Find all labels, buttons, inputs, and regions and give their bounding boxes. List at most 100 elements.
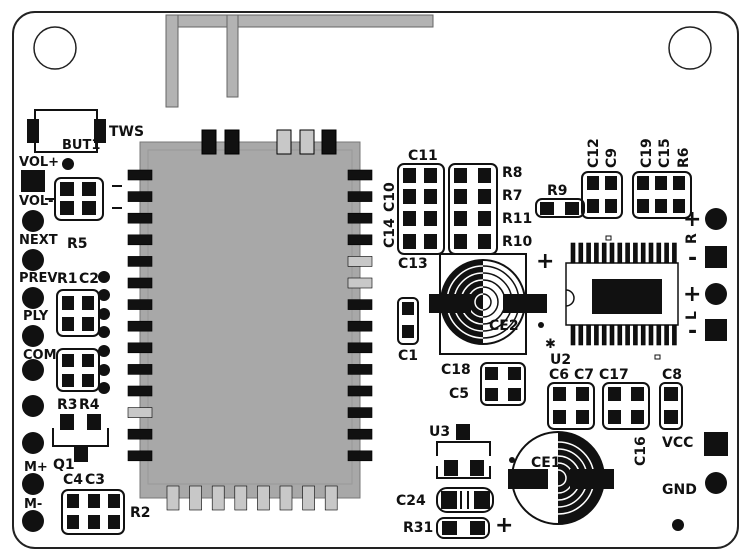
module-pad <box>347 385 373 397</box>
symbol-ce1-plus: + <box>495 513 513 538</box>
module-pad <box>324 485 338 511</box>
module-pad <box>127 450 153 462</box>
module-pad <box>127 364 153 375</box>
ic-pin <box>594 242 599 264</box>
label-c5: C5 <box>449 386 469 402</box>
label-r8: R8 <box>502 165 523 181</box>
component-res-array <box>448 163 498 255</box>
pad-m-plus <box>22 473 44 495</box>
module-pad <box>347 407 373 418</box>
module-pad <box>347 364 373 375</box>
module-pad <box>127 277 153 289</box>
pad-r-minus <box>705 246 727 268</box>
module-pad <box>347 450 373 462</box>
ic-pin <box>633 324 638 346</box>
pad-vol-minus <box>22 210 44 232</box>
ic-pin <box>617 242 623 264</box>
ic-pin <box>609 242 615 264</box>
label-r2: R2 <box>130 505 151 521</box>
label-r5: R5 <box>67 236 88 252</box>
label-c8: C8 <box>662 367 682 383</box>
label-c18: C18 <box>441 362 471 378</box>
module-pad <box>234 485 248 511</box>
ic-pin <box>648 242 654 264</box>
pad-vol-plus <box>21 170 45 192</box>
ic-pin <box>672 324 677 346</box>
module-pad <box>347 191 373 202</box>
component-c1 <box>397 297 419 345</box>
u2-bottom-pins <box>570 324 677 346</box>
module-pad <box>127 169 153 181</box>
label-but1: BUT1 <box>62 138 100 153</box>
module-pad <box>347 212 373 224</box>
label-q1: Q1 <box>53 457 75 473</box>
module-pad <box>127 385 153 397</box>
ic-pin <box>640 324 646 346</box>
module-pad <box>127 407 153 418</box>
ic-pin <box>664 242 669 264</box>
label-ply: PLY <box>23 309 49 324</box>
symbol-l-minus: - <box>688 319 697 344</box>
component-r31 <box>436 517 490 539</box>
pad-r-plus <box>705 208 727 230</box>
pad-com <box>22 359 44 381</box>
pad-unlabeled <box>22 395 44 417</box>
component-c8 <box>659 382 683 430</box>
symbol-ce2-plus: + <box>536 249 554 274</box>
module-pad <box>347 342 373 354</box>
label-c14: C14 <box>382 218 398 248</box>
label-vcc: VCC <box>662 435 693 451</box>
ic-pin <box>625 324 630 346</box>
module-pad <box>127 320 153 332</box>
label-c17: C17 <box>599 367 629 383</box>
label-c9: C9 <box>604 148 620 168</box>
module-right-pads <box>347 169 373 462</box>
antenna-trace <box>165 14 434 108</box>
label-r31: R31 <box>403 520 433 536</box>
component-c18-c5 <box>480 362 526 406</box>
label-r4: R4 <box>79 397 100 413</box>
module-pad <box>279 485 293 511</box>
label-c10: C10 <box>382 182 398 212</box>
ic-pin <box>640 242 646 264</box>
ic-pin <box>601 242 607 264</box>
mounting-hole-top-right <box>668 26 712 70</box>
label-m-minus: M- <box>24 497 42 512</box>
pad-dot <box>62 158 74 170</box>
label-u2: U2 <box>550 352 571 368</box>
label-c1: C1 <box>398 348 418 364</box>
pad-next <box>22 249 44 271</box>
component-u3 <box>436 424 491 479</box>
ic-pin <box>633 242 638 264</box>
component-u2-ic <box>565 235 679 360</box>
label-ce1: CE1 <box>531 455 561 471</box>
label-r7: R7 <box>502 188 523 204</box>
module-pad <box>127 234 153 246</box>
label-vol-plus: VOL+ <box>19 155 59 170</box>
label-r3: R3 <box>57 397 78 413</box>
pad-prev <box>22 287 44 309</box>
ic-pin <box>578 324 584 346</box>
module-pad <box>127 299 153 310</box>
ic-pin <box>648 324 654 346</box>
label-r-channel: R <box>684 233 700 244</box>
pad-gnd <box>705 472 727 494</box>
label-r10: R10 <box>502 234 533 250</box>
module-pad <box>127 342 153 354</box>
module-pad <box>347 299 373 310</box>
ic-pin <box>586 242 591 264</box>
module-pad <box>347 234 373 246</box>
label-m-plus: M+ <box>24 460 48 475</box>
label-l-channel: L <box>684 311 700 320</box>
module-pad <box>347 256 373 267</box>
component-c19-c15-r6 <box>632 171 692 219</box>
label-c7: C7 <box>574 367 594 383</box>
pad-vcc <box>704 432 728 456</box>
label-prev: PREV <box>19 271 57 286</box>
ic-pin <box>570 324 576 346</box>
ic-pin <box>594 324 599 346</box>
label-c3: C3 <box>85 472 105 488</box>
pad-l-minus <box>705 319 727 341</box>
module-pad <box>211 485 225 511</box>
